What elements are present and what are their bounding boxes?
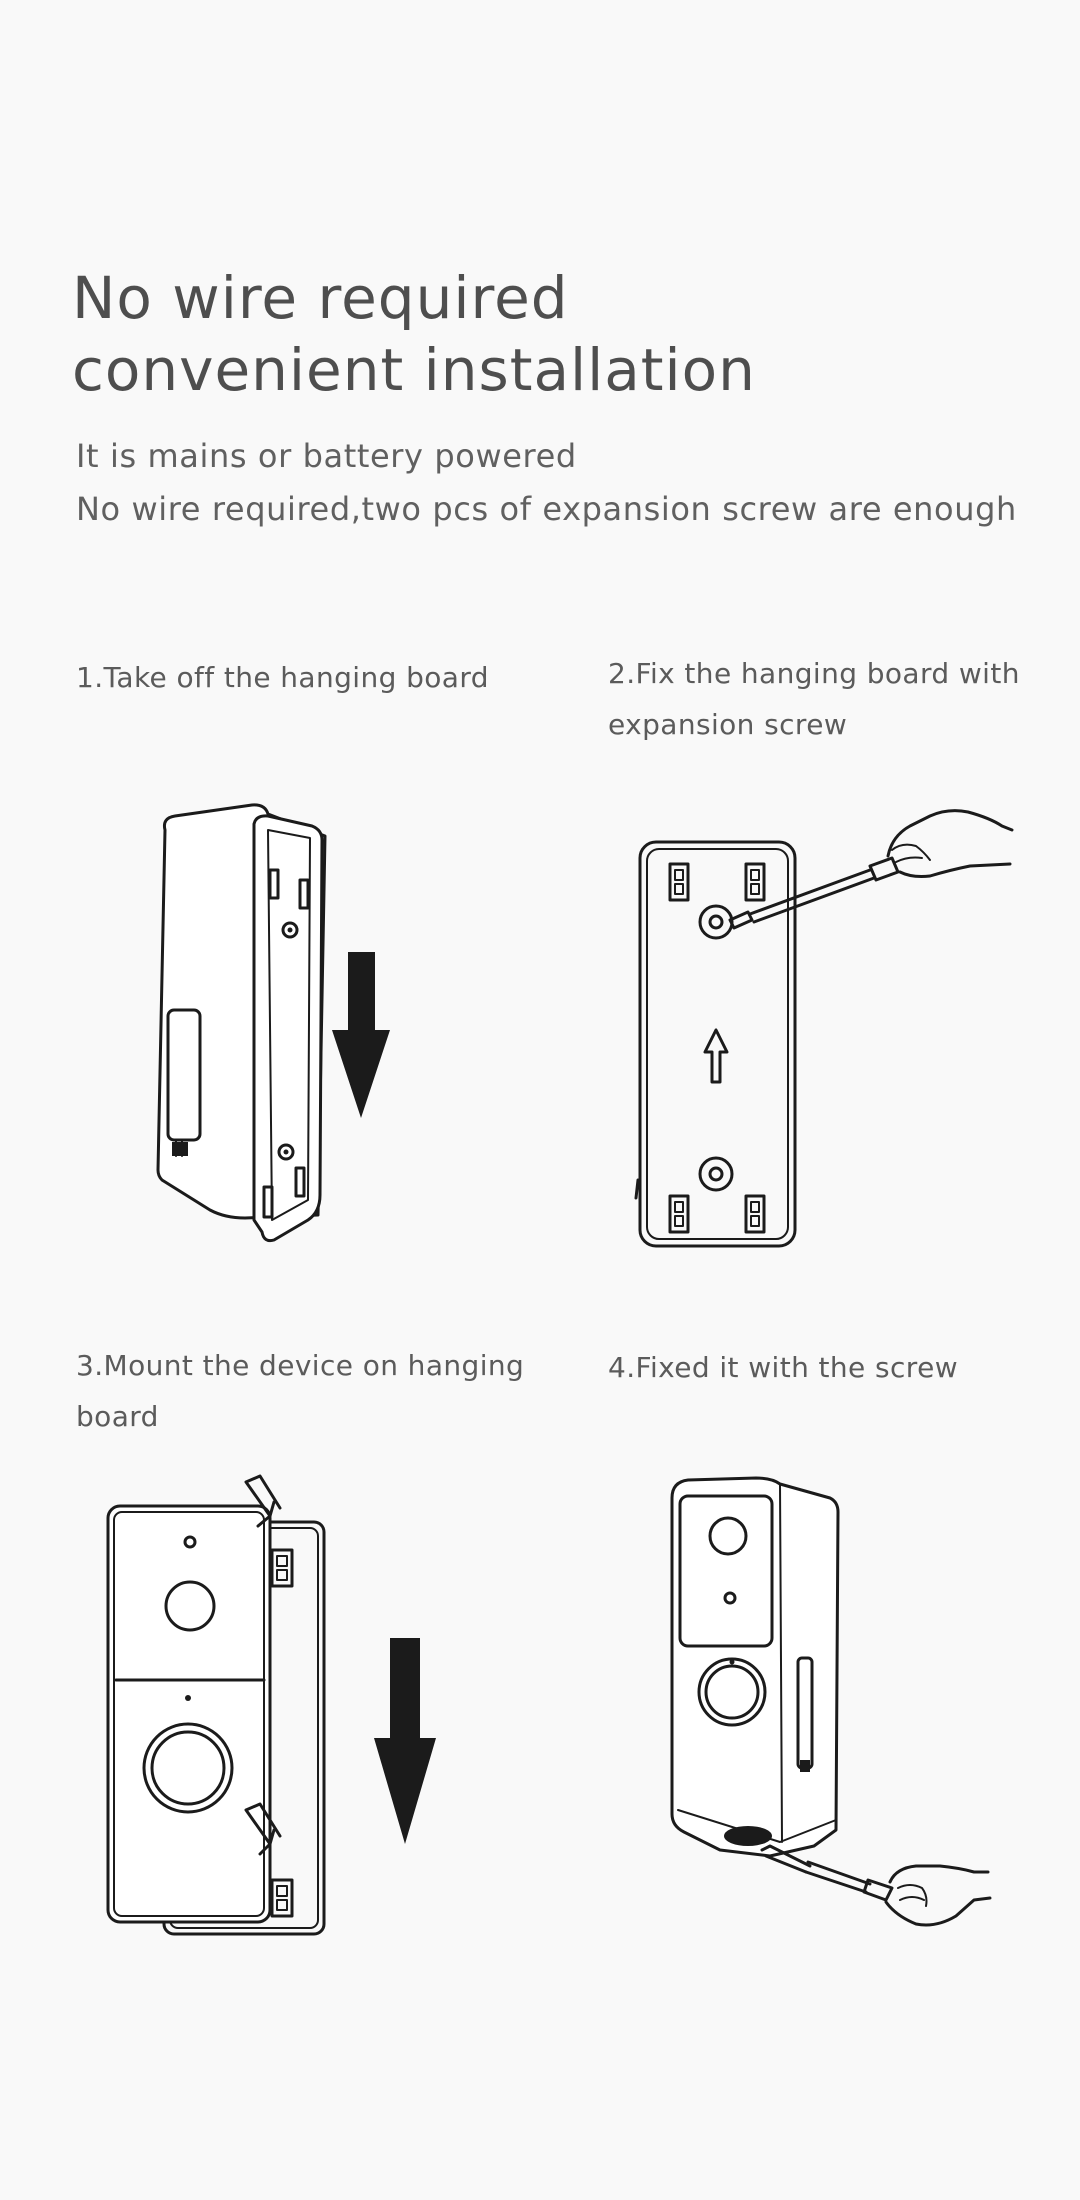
arrow-hint-icon	[244, 1802, 282, 1856]
subtitle-line-2: No wire required,two pcs of expansion sc…	[76, 490, 1017, 528]
step-2-label: 2.Fix the hanging board with expansion s…	[608, 657, 1020, 741]
down-arrow-icon	[374, 1638, 436, 1844]
down-arrow-icon	[332, 952, 390, 1118]
screwdriver-icon	[728, 856, 900, 930]
subtitle-line-1: It is mains or battery powered	[76, 437, 577, 475]
mount-device-illustration	[106, 1474, 436, 1936]
page-title: No wire required convenient installation	[72, 262, 1032, 406]
title-line-2: convenient installation	[72, 336, 756, 404]
hand-icon	[884, 1864, 992, 1927]
step-1-label: 1.Take off the hanging board	[76, 661, 489, 694]
page-subtitle: It is mains or battery powered No wire r…	[76, 430, 1066, 536]
screwdriver-icon	[760, 1844, 894, 1902]
hand-icon	[886, 809, 1014, 878]
screwdriver-fixing-board-illustration	[634, 809, 1014, 1248]
mounting-slot-icon	[668, 862, 766, 1234]
step-4-label: 4.Fixed it with the screw	[608, 1351, 958, 1384]
up-arrow-icon	[703, 1028, 729, 1084]
screwdriver-fixing-device-illustration	[670, 1476, 992, 1927]
hanging-board-removal-illustration	[156, 803, 390, 1243]
title-line-1: No wire required	[72, 264, 569, 332]
arrow-hint-icon	[244, 1474, 282, 1528]
step-3-label: 3.Mount the device on hanging board	[76, 1349, 525, 1433]
